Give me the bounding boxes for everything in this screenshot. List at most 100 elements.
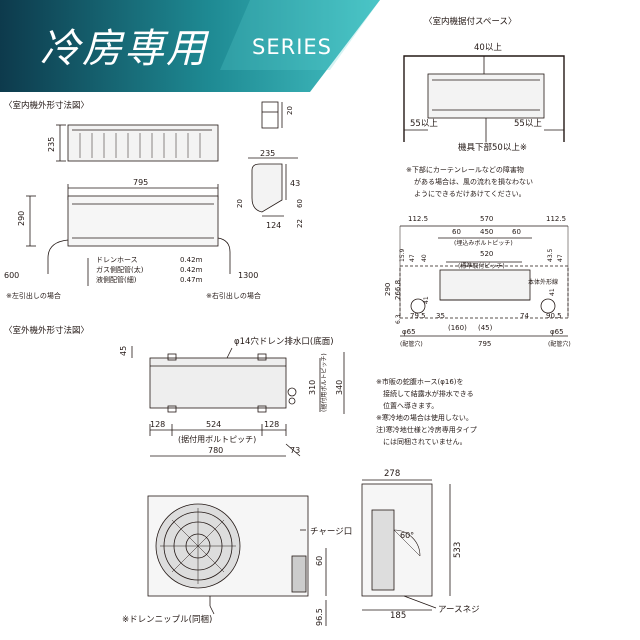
rear-41-r: 41 xyxy=(549,288,556,296)
note-line-1: ※市販の蛇腹ホース(φ16)を xyxy=(376,377,464,386)
rear-bolt-std: (標準取付ピッチ) xyxy=(458,262,505,270)
rear-6-3: 6.3 xyxy=(395,314,402,324)
install-left: 55以上 xyxy=(410,119,438,129)
outdoor-dim-524: 524 xyxy=(206,420,221,429)
outdoor-dim-128-right: 128 xyxy=(264,420,279,429)
pipe-drain-name: ドレンホース xyxy=(96,256,138,264)
outdoor-drain-label: φ14穴ドレン排水口(底面) xyxy=(234,336,334,347)
rear-hole-right-sub: (配管穴) xyxy=(548,340,571,348)
banner-series: SERIES xyxy=(252,35,332,59)
install-space-title: 〈室内機据付スペース〉 xyxy=(424,16,516,27)
outdoor-dim-185: 185 xyxy=(390,611,406,621)
rear-15-9: 15.9 xyxy=(399,248,406,262)
outdoor-drain-nipple: ※ドレンニップル(同梱) xyxy=(122,614,212,625)
dim-side-235: 235 xyxy=(260,149,275,158)
install-note-3: ようにできるだけあけてください。 xyxy=(414,190,526,198)
outdoor-earth-screw: アースネジ xyxy=(438,605,480,615)
outdoor-dim-533: 533 xyxy=(453,542,463,558)
rear-266-8: 266.8 xyxy=(394,280,402,300)
dim-indoor-depth: 235 xyxy=(47,137,56,152)
dim-indoor-width: 795 xyxy=(133,178,148,187)
rear-520: 520 xyxy=(480,250,493,258)
rear-79-5: 79.5 xyxy=(410,312,426,320)
outdoor-dim-96-5: 96.5 xyxy=(315,608,324,626)
dim-side-20: 20 xyxy=(236,199,244,208)
outdoor-dim-278: 278 xyxy=(384,469,400,479)
rear-112-left: 112.5 xyxy=(408,215,428,223)
install-bottom: 機具下部50以上※ xyxy=(458,142,527,153)
outdoor-angle: 60° xyxy=(400,531,414,540)
rear-570: 570 xyxy=(480,215,493,223)
rear-160: (160) xyxy=(448,324,467,332)
indoor-front-view xyxy=(47,195,231,274)
install-note-2: がある場合は、風の流れを損なわない xyxy=(414,177,533,186)
dim-side-43: 43 xyxy=(290,179,300,188)
outdoor-front-view xyxy=(147,495,309,606)
note-line-6: には同梱されていません。 xyxy=(376,437,467,446)
dim-side-22: 22 xyxy=(296,219,304,228)
outdoor-charge-port: チャージ口 xyxy=(310,527,352,537)
pipe-gas-len: 0.42m xyxy=(180,266,203,274)
indoor-top-view xyxy=(56,124,219,162)
rear-90-5: 90.5 xyxy=(546,312,562,320)
install-note-1: ※下部にカーテンレールなどの障害物 xyxy=(406,165,524,174)
outdoor-bolt-pitch-h: (据付用ボルトピッチ) xyxy=(178,434,256,444)
rear-47: 47 xyxy=(409,254,416,262)
dim-indoor-top-20: 20 xyxy=(286,106,294,115)
outdoor-dim-45: 45 xyxy=(119,346,128,356)
outdoor-dim-780: 780 xyxy=(208,446,223,455)
rear-60: 60 xyxy=(452,228,461,236)
dim-side-60: 60 xyxy=(296,199,304,208)
banner-accent xyxy=(220,0,380,70)
dim-len-1300: 1300 xyxy=(238,271,258,280)
rear-bolt-embed: (埋込みボルトピッチ) xyxy=(454,239,513,247)
mounting-plate-diagram xyxy=(399,225,569,337)
rear-hole-right: φ65 xyxy=(550,328,564,336)
indoor-side-view xyxy=(248,157,298,217)
outdoor-section-title: 〈室外機外形寸法図〉 xyxy=(4,325,89,336)
rear-outline-label: 本体外形線 xyxy=(528,278,558,286)
rear-74: 74 xyxy=(520,312,529,320)
dim-side-124: 124 xyxy=(266,221,281,230)
install-top: 40以上 xyxy=(474,43,502,53)
rear-290: 290 xyxy=(384,283,392,296)
pipe-drain-len: 0.42m xyxy=(180,256,203,264)
rear-hole-left-sub: (配管穴) xyxy=(400,340,423,348)
rear-795: 795 xyxy=(478,340,491,348)
install-right: 55以上 xyxy=(514,119,542,129)
banner-title: 冷房専用 xyxy=(40,26,210,72)
rear-hole-left: φ65 xyxy=(402,328,416,336)
banner-background xyxy=(0,0,380,92)
pipe-gas-name: ガス側配管(太) xyxy=(96,265,144,274)
indoor-top-outline xyxy=(261,101,283,129)
note-line-3: 位置へ導きます。 xyxy=(376,401,438,410)
rear-41: 41 xyxy=(423,296,430,304)
outdoor-dim-128-left: 128 xyxy=(150,420,165,429)
pipe-liquid-len: 0.47m xyxy=(180,276,203,284)
indoor-section-title: 〈室内機外形寸法図〉 xyxy=(4,100,89,111)
indoor-note-right: ※右引出しの場合 xyxy=(206,291,261,300)
rear-45: (45) xyxy=(478,324,493,332)
dim-indoor-height: 290 xyxy=(17,211,26,226)
note-line-4: ※寒冷地の場合は使用しない。 xyxy=(376,413,473,422)
note-line-2: 接続して結露水が排水できる xyxy=(376,389,474,398)
pipe-liquid-name: 液側配管(細) xyxy=(96,275,137,284)
install-space-diagram xyxy=(403,55,565,142)
outdoor-dim-310: 310 xyxy=(308,380,317,395)
rear-47-b: 47 xyxy=(557,254,564,262)
rear-35: 35 xyxy=(436,312,445,320)
rear-60-r: 60 xyxy=(512,228,521,236)
outdoor-dim-73: 73 xyxy=(290,446,300,455)
dim-len-600: 600 xyxy=(4,271,19,280)
outdoor-top-view xyxy=(149,353,297,413)
rear-43-5: 43.5 xyxy=(547,248,554,262)
outdoor-side-view xyxy=(361,483,433,597)
outdoor-bolt-pitch-v: (据付用ボルトピッチ) xyxy=(320,353,328,412)
indoor-note-left: ※左引出しの場合 xyxy=(6,291,61,300)
outdoor-dim-340: 340 xyxy=(335,380,344,395)
rear-450: 450 xyxy=(480,228,493,236)
note-line-5: 注)寒冷地仕様と冷房専用タイプ xyxy=(376,425,477,434)
outdoor-dim-60: 60 xyxy=(315,556,324,566)
rear-40: 40 xyxy=(421,254,428,262)
